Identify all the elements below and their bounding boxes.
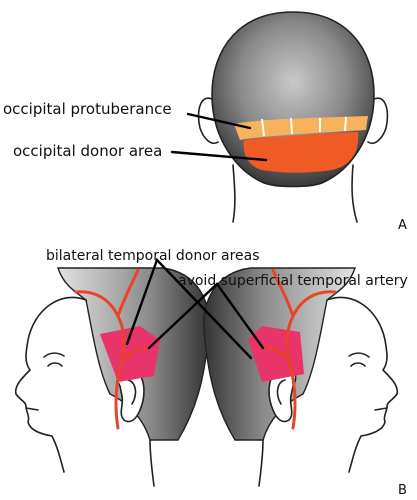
occipital-protuberance-band (234, 116, 368, 140)
leaders-temporal-artery (147, 282, 265, 350)
leaders-temporal-donor (125, 257, 253, 360)
left-ear-inner (127, 379, 137, 405)
left-superficial-temporal-artery (74, 268, 150, 430)
neck-outline (232, 164, 358, 223)
panel-b: bilateral temporal donor areas avoid sup… (14, 248, 408, 498)
left-mouth (25, 407, 39, 411)
left-ear (197, 97, 219, 144)
label-occipital-protuberance: occipital protuberance (3, 100, 172, 118)
left-eye (43, 352, 65, 367)
leader-occipital-protuberance (186, 112, 252, 130)
right-profile-head (203, 267, 399, 487)
right-ear (367, 97, 389, 144)
leader-occipital-donor (170, 150, 268, 162)
panel-a: occipital protuberance occipital donor a… (3, 11, 407, 233)
label-avoid-superficial-temporal-artery: avoid superficial temporal artery (178, 273, 408, 289)
panel-letter-b: B (398, 483, 407, 498)
label-occipital-donor-area: occipital donor area (13, 142, 162, 160)
panel-letter-a: A (398, 218, 407, 233)
right-head-outline (258, 296, 399, 487)
right-superficial-temporal-artery (261, 268, 337, 430)
right-ear-inner (276, 379, 286, 405)
occipital-donor-area (243, 132, 359, 173)
left-profile-head (14, 267, 210, 487)
right-eye (348, 352, 370, 367)
label-bilateral-temporal-donor-areas: bilateral temporal donor areas (46, 248, 260, 264)
right-mouth (374, 407, 388, 411)
left-head-outline (14, 296, 155, 487)
